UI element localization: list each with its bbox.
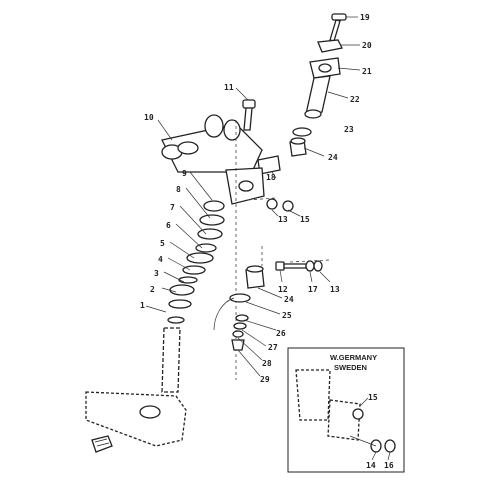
callout-25: 25 <box>282 311 292 320</box>
callout-23: 23 <box>344 125 354 134</box>
callout-6: 6 <box>166 221 171 230</box>
callout-20: 20 <box>362 41 372 50</box>
callout-15-upper: 15 <box>300 215 310 224</box>
part-clamp-20 <box>317 39 343 53</box>
part-nut-13a <box>266 198 278 210</box>
part-bolt-11 <box>242 99 256 131</box>
callout-1: 1 <box>140 301 145 310</box>
callout-19: 19 <box>360 13 370 22</box>
callout-22: 22 <box>350 95 360 104</box>
callout-16: 16 <box>384 461 394 470</box>
callout-24-lower: 24 <box>284 295 294 304</box>
part-bracket-21 <box>309 57 341 79</box>
inset-washer-16 <box>384 439 396 453</box>
callout-29: 29 <box>260 375 270 384</box>
part-cable-25 <box>213 293 251 331</box>
callout-18: 18 <box>266 173 276 182</box>
callout-11: 11 <box>224 83 234 92</box>
callout-3: 3 <box>154 269 159 278</box>
part-washer-15a <box>282 200 294 212</box>
part-bolt-12 <box>275 261 307 271</box>
inset-bolt-15b <box>352 408 364 420</box>
inset-title-germany: W.GERMANY <box>330 353 377 362</box>
callout-2: 2 <box>150 285 155 294</box>
callout-13-upper: 13 <box>278 215 288 224</box>
callout-14: 14 <box>366 461 376 470</box>
callout-24-upper: 24 <box>328 153 338 162</box>
callout-27: 27 <box>268 343 278 352</box>
callout-4: 4 <box>158 255 163 264</box>
part-washer-23 <box>292 127 312 137</box>
callout-7: 7 <box>170 203 175 212</box>
inset-bracket <box>295 369 361 441</box>
dash-guide-h <box>247 197 277 201</box>
callout-21: 21 <box>362 67 372 76</box>
callout-17: 17 <box>308 285 318 294</box>
part-tube-22 <box>304 75 331 119</box>
callout-26: 26 <box>276 329 286 338</box>
callout-12: 12 <box>278 285 288 294</box>
part-steering-stem-1 <box>85 327 187 447</box>
callout-5: 5 <box>160 239 165 248</box>
part-washer-17 <box>305 260 315 272</box>
part-bushing-24a <box>289 137 307 157</box>
part-bolt-19 <box>329 13 347 42</box>
part-washers-26-29 <box>231 314 249 351</box>
callout-13-lower: 13 <box>330 285 340 294</box>
callout-8: 8 <box>176 185 181 194</box>
part-stack-2-9 <box>167 200 225 324</box>
part-nut-13b <box>313 260 323 272</box>
callout-15-inset: 15 <box>368 393 378 402</box>
inset-title-sweden: SWEDEN <box>334 363 367 372</box>
arrow-marker <box>91 435 113 453</box>
part-lower-bracket <box>225 167 265 205</box>
inset-box <box>287 347 405 473</box>
callout-9: 9 <box>182 169 187 178</box>
callout-10: 10 <box>144 113 154 122</box>
callout-28: 28 <box>262 359 272 368</box>
part-cap-24b <box>245 265 265 289</box>
